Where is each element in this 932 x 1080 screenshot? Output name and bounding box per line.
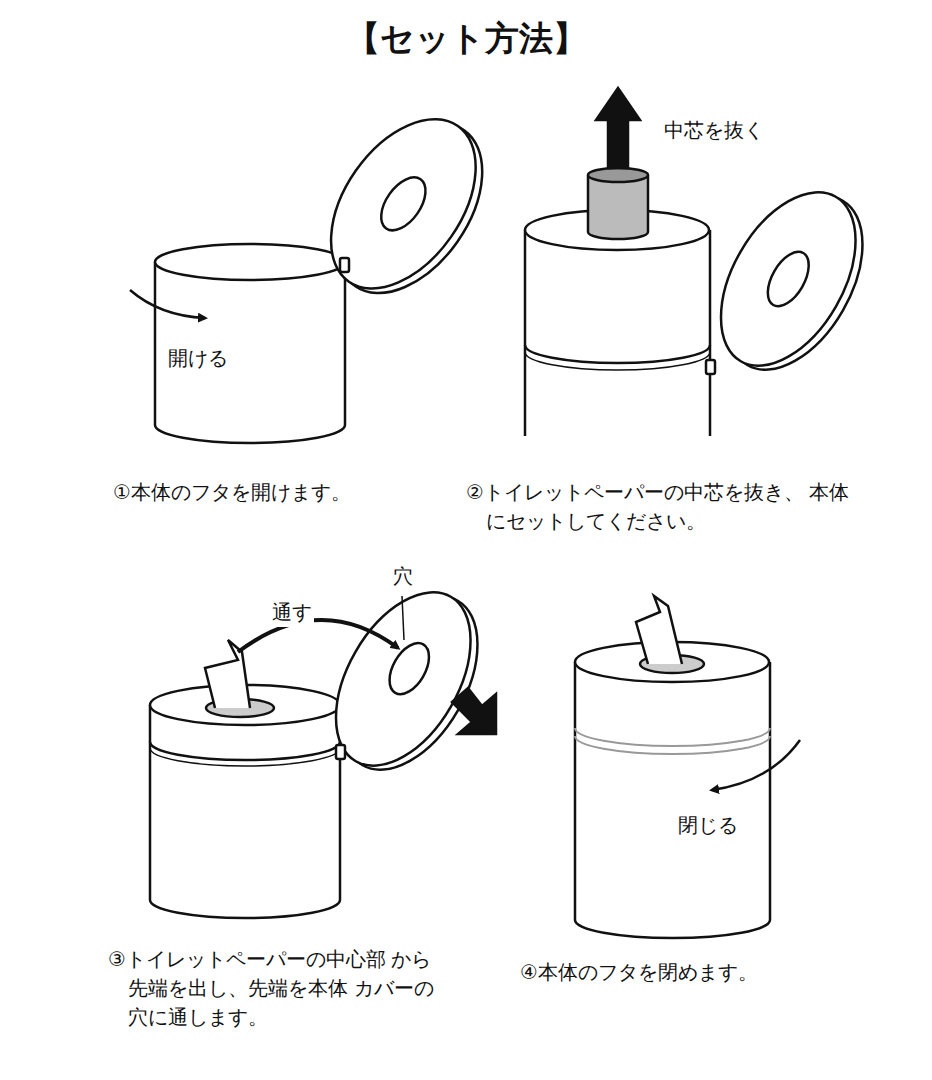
holder-open (130, 93, 512, 443)
step-caption: ③トイレットペーパーの中心部 から先端を出し、先端を本体 カバーの穴に通します。 (108, 945, 440, 1032)
action-label: 閉じる (676, 811, 740, 840)
action-label: 通す (270, 598, 314, 627)
step-caption: ①本体のフタを開けます。 (113, 478, 513, 507)
holder-closed (575, 596, 800, 938)
action-label: 中芯を抜く (662, 116, 766, 145)
step-caption: ②トイレットペーパーの中芯を抜き、 本体にセットしてください。 (466, 478, 856, 536)
part-label: 穴 (391, 562, 415, 591)
step-caption: ④本体のフタを閉めます。 (520, 958, 920, 987)
holder-roll-insert (525, 88, 890, 436)
diagram-title: 【セット方法】 (0, 14, 932, 63)
action-label: 開ける (166, 344, 230, 373)
holder-thread-paper (150, 569, 505, 918)
